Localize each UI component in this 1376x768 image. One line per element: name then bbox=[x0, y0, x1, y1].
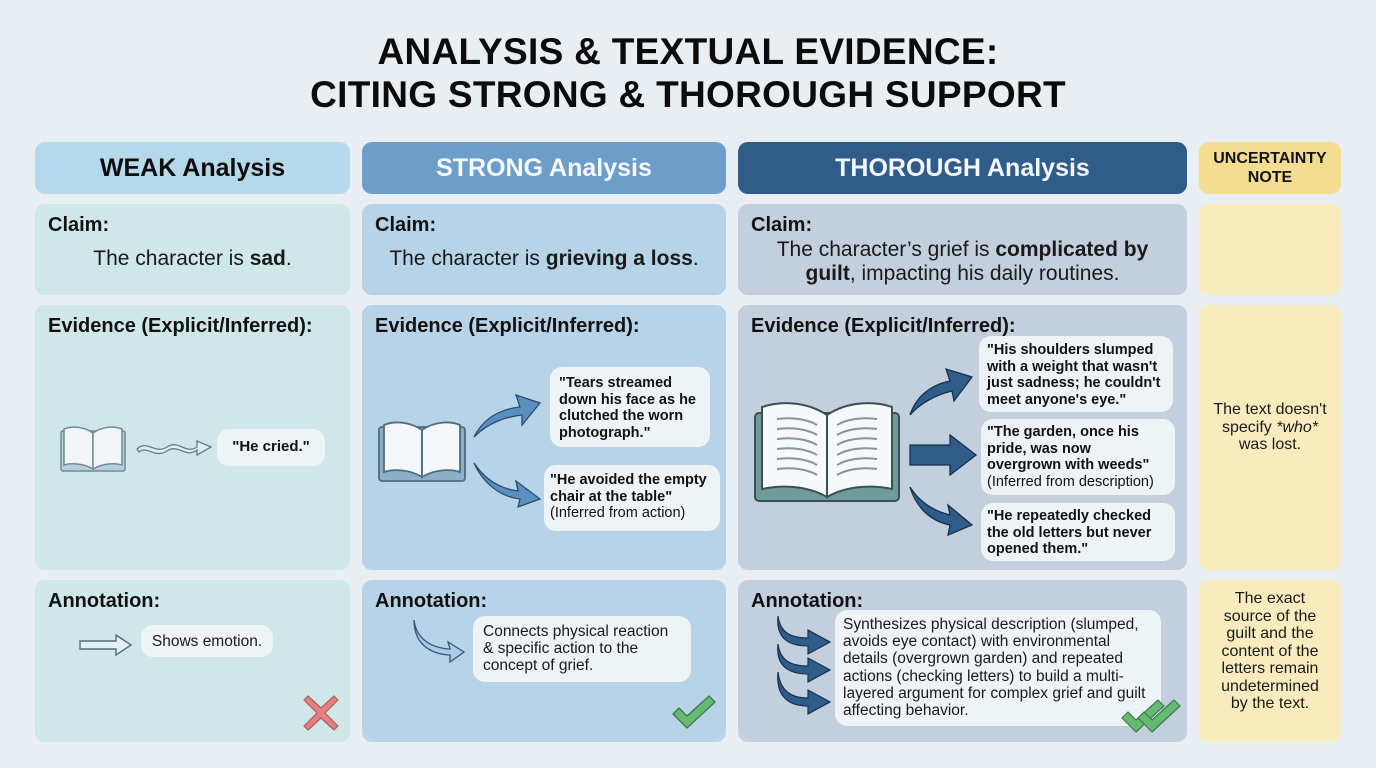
title-line-2: CITING STRONG & THOROUGH SUPPORT bbox=[310, 74, 1066, 115]
evidence-quote: "He avoided the empty chair at the table… bbox=[550, 472, 707, 505]
annotation-bubble: Synthesizes physical description (slumpe… bbox=[835, 610, 1161, 726]
evidence-quote: "He cried." bbox=[232, 438, 310, 456]
claim-text-end: . bbox=[692, 247, 699, 270]
evidence-quote: "His shoulders slumped with a weight tha… bbox=[987, 342, 1161, 408]
evidence-label: Evidence (Explicit/Inferred): bbox=[751, 315, 1016, 337]
evidence-inference-note: (Inferred from description) bbox=[987, 473, 1154, 490]
branching-arrows-icon bbox=[777, 615, 832, 716]
claim-label: Claim: bbox=[375, 214, 437, 236]
evidence-quote: "He repeatedly checked the old letters b… bbox=[987, 508, 1152, 557]
title-line-1: ANALYSIS & TEXTUAL EVIDENCE: bbox=[377, 31, 999, 72]
annotation-text: Synthesizes physical description (slumpe… bbox=[843, 616, 1146, 720]
annotation-text: Connects physical reaction & specific ac… bbox=[483, 623, 669, 674]
evidence-quote: "The garden, once his pride, was now ove… bbox=[987, 424, 1150, 473]
note-text: The text doesn't specify bbox=[1213, 401, 1327, 436]
outline-arrow-icon bbox=[79, 633, 133, 657]
uncertainty-header-label: UNCERTAINTY NOTE bbox=[1213, 150, 1327, 186]
curved-arrow-down-icon bbox=[473, 462, 542, 509]
evidence-quote-bubble: "The garden, once his pride, was now ove… bbox=[981, 419, 1175, 495]
evidence-quote: "Tears streamed down his face as he clut… bbox=[559, 375, 696, 441]
thorough-header-label: THOROUGH Analysis bbox=[835, 153, 1090, 182]
weak-header: WEAK Analysis bbox=[35, 142, 350, 194]
annotation-text: Shows emotion. bbox=[151, 632, 263, 650]
uncertainty-evidence-panel: The text doesn't specify *who* was lost. bbox=[1199, 305, 1341, 570]
claim-label: Claim: bbox=[48, 214, 110, 236]
weak-annotation-panel: Annotation: Shows emotion. bbox=[35, 580, 350, 742]
evidence-quote-bubble: "He cried." bbox=[217, 429, 325, 466]
thorough-claim-text: The character’s grief is complicated by … bbox=[738, 238, 1187, 286]
uncertainty-evidence-note: The text doesn't specify *who* was lost. bbox=[1213, 401, 1327, 454]
weak-header-label: WEAK Analysis bbox=[99, 153, 286, 182]
check-icon bbox=[672, 695, 716, 729]
thorough-header: THOROUGH Analysis bbox=[738, 142, 1187, 194]
evidence-quote-bubble: "His shoulders slumped with a weight tha… bbox=[979, 336, 1173, 412]
strong-header-label: STRONG Analysis bbox=[436, 153, 652, 182]
squiggle-arrow-icon bbox=[136, 440, 213, 457]
uncertainty-header: UNCERTAINTY NOTE bbox=[1199, 142, 1341, 194]
strong-annotation-panel: Annotation: Connects physical reaction &… bbox=[362, 580, 726, 742]
claim-text-end: . bbox=[285, 247, 292, 270]
evidence-label: Evidence (Explicit/Inferred): bbox=[375, 315, 640, 337]
claim-text-end: , impacting his daily routines. bbox=[849, 262, 1120, 285]
note-text-end: was lost. bbox=[1238, 436, 1302, 453]
claim-key-term: sad bbox=[249, 247, 286, 270]
thorough-evidence-panel: Evidence (Explicit/Inferred): "His shou bbox=[738, 305, 1187, 570]
evidence-quote-bubble: "He avoided the empty chair at the table… bbox=[544, 465, 720, 531]
double-check-icon bbox=[1121, 699, 1181, 733]
book-icon bbox=[754, 402, 900, 502]
thorough-annotation-panel: Annotation: Synthesizes physical descrip… bbox=[738, 580, 1187, 742]
annotation-bubble: Connects physical reaction & specific ac… bbox=[473, 616, 691, 682]
note-emphasis: *who* bbox=[1276, 418, 1319, 436]
curved-arrow-up-icon bbox=[909, 368, 974, 416]
annotation-label: Annotation: bbox=[375, 590, 488, 612]
annotation-bubble: Shows emotion. bbox=[141, 625, 273, 657]
claim-text: The character’s grief is bbox=[776, 238, 996, 261]
annotation-label: Annotation: bbox=[48, 590, 161, 612]
thorough-claim-panel: Claim: The character’s grief is complica… bbox=[738, 204, 1187, 295]
annotation-label: Annotation: bbox=[751, 590, 864, 612]
book-icon bbox=[378, 421, 466, 482]
evidence-label: Evidence (Explicit/Inferred): bbox=[48, 315, 313, 337]
curved-arrow-icon bbox=[413, 619, 466, 664]
evidence-quote-bubble: "He repeatedly checked the old letters b… bbox=[981, 503, 1175, 561]
evidence-quote-bubble: "Tears streamed down his face as he clut… bbox=[550, 367, 710, 447]
claim-key-term: grieving a loss bbox=[545, 247, 693, 270]
page-title: ANALYSIS & TEXTUAL EVIDENCE: CITING STRO… bbox=[0, 30, 1376, 116]
straight-arrow-icon bbox=[909, 433, 978, 477]
claim-text: The character is bbox=[93, 247, 250, 270]
strong-header: STRONG Analysis bbox=[362, 142, 726, 194]
weak-claim-panel: Claim: The character is sad. bbox=[35, 204, 350, 295]
uncertainty-annotation-panel: The exact source of the guilt and the co… bbox=[1199, 580, 1341, 742]
uncertainty-claim-panel bbox=[1199, 204, 1341, 295]
strong-claim-panel: Claim: The character is grieving a loss. bbox=[362, 204, 726, 295]
curved-arrow-up-icon bbox=[473, 393, 542, 438]
cross-icon bbox=[303, 695, 339, 731]
book-icon bbox=[60, 426, 126, 472]
claim-key-term: complicated by guilt bbox=[805, 238, 1149, 285]
evidence-inference-note: (Inferred from action) bbox=[550, 505, 686, 521]
claim-label: Claim: bbox=[751, 214, 813, 236]
strong-claim-text: The character is grieving a loss. bbox=[362, 247, 726, 271]
weak-evidence-panel: Evidence (Explicit/Inferred): "He cried.… bbox=[35, 305, 350, 570]
claim-text: The character is bbox=[389, 247, 546, 270]
strong-evidence-panel: Evidence (Explicit/Inferred): "Tears str… bbox=[362, 305, 726, 570]
uncertainty-annotation-note: The exact source of the guilt and the co… bbox=[1221, 590, 1319, 712]
curved-arrow-down-icon bbox=[909, 486, 974, 537]
weak-claim-text: The character is sad. bbox=[35, 247, 350, 271]
